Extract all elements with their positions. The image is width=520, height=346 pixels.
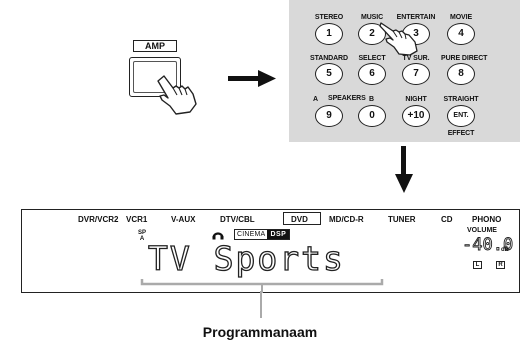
- front-panel-display: DVR/VCR2 VCR1 V-AUX DTV/CBL DVD MD/CD-R …: [21, 209, 520, 293]
- input-v-aux: V-AUX: [171, 215, 196, 224]
- key-0-button[interactable]: 0: [358, 105, 386, 127]
- standard-label: STANDARD: [310, 55, 348, 62]
- speaker-indicator: SP A: [138, 230, 146, 242]
- key-4-button[interactable]: 4: [447, 23, 475, 45]
- entertain-label: ENTERTAIN: [396, 14, 436, 21]
- left-channel-indicator: L: [473, 261, 482, 269]
- sp-label: SP: [138, 230, 147, 236]
- input-cd: CD: [441, 215, 453, 224]
- caption-pointer-line: [260, 291, 262, 318]
- select-label: SELECT: [358, 55, 386, 62]
- input-dvr-vcr2: DVR/VCR2: [78, 215, 119, 224]
- input-md-cd-r: MD/CD-R: [329, 215, 364, 224]
- dsp-label: DSP: [267, 230, 290, 239]
- amp-key[interactable]: [129, 57, 181, 97]
- right-arrow-icon: [228, 70, 276, 87]
- right-channel-indicator: R: [496, 261, 505, 269]
- effect-label: EFFECT: [447, 130, 475, 137]
- selected-input-frame: [283, 212, 321, 225]
- volume-unit: dB: [501, 247, 509, 253]
- input-dtv-cbl: DTV/CBL: [220, 215, 255, 224]
- input-tuner: TUNER: [388, 215, 416, 224]
- volume-value: -40.0: [462, 235, 514, 256]
- key-5-button[interactable]: 5: [315, 63, 343, 85]
- input-dvd: DVD: [291, 215, 308, 224]
- cinema-label: CINEMA: [237, 231, 266, 238]
- key-plus10-button[interactable]: +10: [402, 105, 430, 127]
- straight-label: STRAIGHT: [443, 96, 479, 103]
- night-label: NIGHT: [405, 96, 427, 103]
- key-6-button[interactable]: 6: [358, 63, 386, 85]
- pointing-hand-icon: [379, 22, 418, 56]
- tv-sur-label: TV SUR.: [402, 55, 430, 62]
- key-8-button[interactable]: 8: [447, 63, 475, 85]
- speakers-label: SPEAKERS: [328, 95, 366, 102]
- stereo-label: STEREO: [314, 14, 344, 21]
- music-label: MUSIC: [360, 14, 384, 21]
- caption: Programmanaam: [202, 324, 318, 340]
- speaker-a-label: A: [313, 96, 318, 103]
- speaker-b-label: B: [369, 96, 374, 103]
- volume-label: VOLUME: [467, 227, 497, 234]
- cinema-dsp-indicator: CINEMA DSP: [234, 229, 291, 240]
- sp-sub-label: A: [139, 236, 145, 242]
- pure-direct-label: PURE DIRECT: [441, 55, 488, 62]
- pointing-hand-icon: [157, 75, 197, 115]
- key-7-button[interactable]: 7: [402, 63, 430, 85]
- amp-key-label: AMP: [133, 40, 177, 52]
- input-vcr1: VCR1: [126, 215, 148, 224]
- key-1-button[interactable]: 1: [315, 23, 343, 45]
- down-arrow-icon: [395, 146, 413, 193]
- input-phono: PHONO: [472, 215, 502, 224]
- key-ent-button[interactable]: ENT.: [447, 105, 475, 127]
- movie-label: MOVIE: [449, 14, 473, 21]
- headphones-icon: [212, 232, 224, 240]
- key-9-button[interactable]: 9: [315, 105, 343, 127]
- key-2-button[interactable]: 2: [358, 23, 386, 45]
- program-name-text: TV Sports: [147, 238, 345, 278]
- remote-control-panel: STEREO MUSIC ENTERTAIN MOVIE 1 2 3 4 STA…: [289, 0, 520, 142]
